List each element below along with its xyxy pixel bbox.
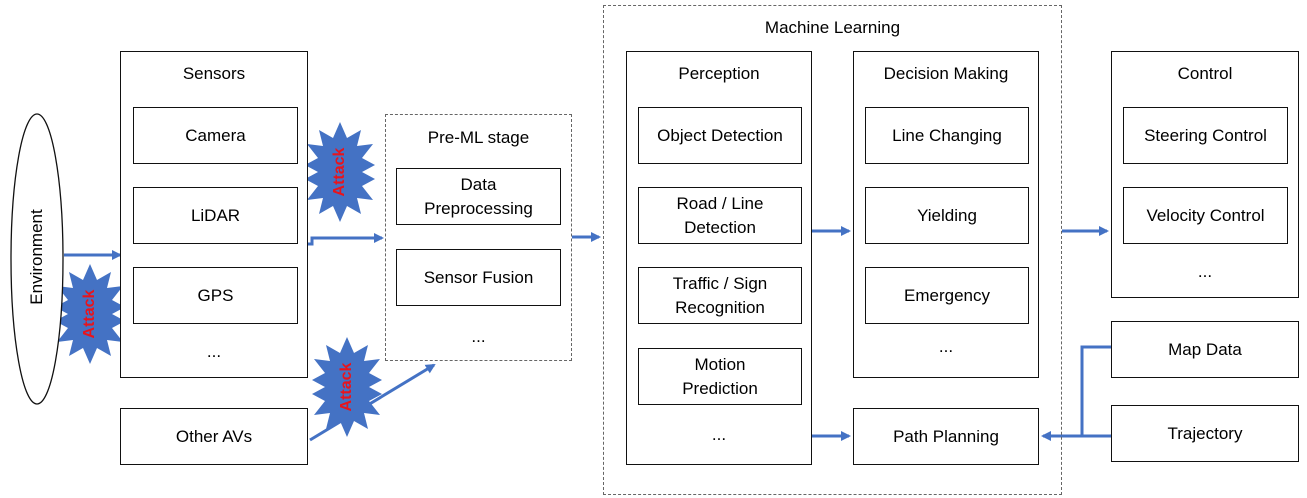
decision-making-group: Decision Making Line Changing Yielding E… (853, 51, 1039, 378)
perception-road-line-detection: Road / Line Detection (638, 187, 802, 244)
environment-label: Environment (27, 209, 46, 305)
control-more: ... (1197, 262, 1213, 281)
map-data-node: Map Data (1111, 321, 1299, 378)
perception-traffic-sign-recognition: Traffic / Sign Recognition (638, 267, 802, 324)
decision-making-title: Decision Making (883, 64, 1009, 83)
control-group: Control Steering Control Velocity Contro… (1111, 51, 1299, 298)
sensors-group: Sensors Camera LiDAR GPS ... (120, 51, 308, 378)
attack-burst-environment: Attack (55, 264, 125, 364)
sensors-title: Sensors (182, 64, 246, 83)
machine-learning-title: Machine Learning (764, 18, 901, 37)
attack-burst-sensors: Attack (305, 122, 375, 222)
pre-ml-sensor-fusion: Sensor Fusion (396, 249, 561, 306)
attack-label: Attack (331, 147, 348, 196)
attack-burst-other-avs: Attack (312, 337, 382, 437)
pre-ml-data-preprocessing: Data Preprocessing (396, 168, 561, 225)
perception-more: ... (711, 425, 727, 444)
attack-label: Attack (338, 362, 355, 411)
environment-node (10, 113, 64, 405)
control-steering: Steering Control (1123, 107, 1288, 164)
sensor-camera: Camera (133, 107, 298, 164)
perception-motion-prediction: Motion Prediction (638, 348, 802, 405)
path-planning-node: Path Planning (853, 408, 1039, 465)
attack-label: Attack (81, 289, 98, 338)
decision-emergency: Emergency (865, 267, 1029, 324)
perception-group: Perception Object Detection Road / Line … (626, 51, 812, 465)
control-velocity: Velocity Control (1123, 187, 1288, 244)
other-avs-node: Other AVs (120, 408, 308, 465)
arrow-sensors-to-preml (308, 233, 384, 246)
perception-title: Perception (678, 64, 760, 83)
pre-ml-more: ... (471, 327, 486, 346)
decision-making-more: ... (938, 337, 954, 356)
sensors-more: ... (206, 342, 222, 361)
machine-learning-group: Machine Learning (603, 5, 1062, 495)
decision-line-changing: Line Changing (865, 107, 1029, 164)
sensor-gps: GPS (133, 267, 298, 324)
decision-yielding: Yielding (865, 187, 1029, 244)
pre-ml-group: Pre-ML stage Data Preprocessing Sensor F… (385, 114, 572, 361)
perception-object-detection: Object Detection (638, 107, 802, 164)
trajectory-node: Trajectory (1111, 405, 1299, 462)
arrow-mapdata-to-pathplanning (1041, 345, 1111, 441)
pre-ml-title: Pre-ML stage (427, 128, 530, 147)
arrow-otheravs-to-preml (309, 363, 436, 442)
control-title: Control (1177, 64, 1233, 83)
sensor-lidar: LiDAR (133, 187, 298, 244)
